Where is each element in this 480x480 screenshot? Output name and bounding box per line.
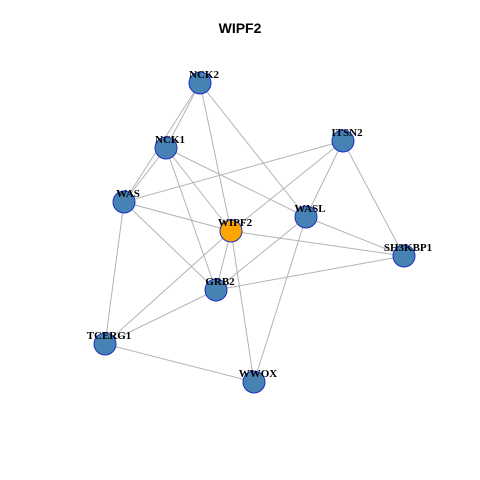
node-label-nck1: NCK1 [155,134,185,146]
edge-grb2-sh3kbp1 [215,255,405,291]
node-label-wipf2: WIPF2 [218,217,253,229]
graph-title: WIPF2 [218,20,262,36]
node-label-tcerg1: TCERG1 [87,330,132,342]
node-tcerg1[interactable]: TCERG1 [87,330,132,356]
node-itsn2[interactable]: ITSN2 [331,127,363,153]
edge-itsn2-was [123,140,344,203]
edge-nck2-wipf2 [199,82,232,232]
node-circle-nck2[interactable] [188,71,212,95]
edge-nck1-grb2 [165,147,217,291]
edge-was-grb2 [123,201,217,291]
node-grb2[interactable]: GRB2 [204,276,235,302]
node-sh3kbp1[interactable]: SH3KBP1 [384,242,432,268]
edge-layer [104,82,405,383]
edge-was-tcerg1 [104,201,125,345]
edge-itsn2-wasl [305,140,344,218]
edge-nck1-wipf2 [165,147,232,232]
node-wipf2[interactable]: WIPF2 [218,217,253,243]
node-circle-was[interactable] [112,190,136,214]
node-circle-nck1[interactable] [154,136,178,160]
node-circle-sh3kbp1[interactable] [392,244,416,268]
edge-itsn2-sh3kbp1 [342,140,405,257]
edge-itsn2-wipf2 [230,140,344,232]
node-wwox[interactable]: WWOX [239,368,278,394]
edge-wasl-sh3kbp1 [305,216,405,257]
node-circle-wasl[interactable] [294,205,318,229]
node-circle-itsn2[interactable] [331,129,355,153]
edge-wasl-wwox [253,216,307,383]
edge-wipf2-sh3kbp1 [230,230,405,257]
node-label-itsn2: ITSN2 [331,127,363,139]
node-label-nck2: NCK2 [189,69,219,81]
edge-nck2-nck1 [165,82,201,149]
node-was[interactable]: WAS [112,188,140,214]
edge-was-wipf2 [123,201,232,232]
node-label-wwox: WWOX [239,368,278,380]
node-label-grb2: GRB2 [205,276,235,288]
edge-wipf2-wwox [230,230,255,383]
node-circle-grb2[interactable] [204,278,228,302]
node-circle-wipf2[interactable] [219,219,243,243]
node-wasl[interactable]: WASL [294,203,326,229]
node-label-was: WAS [116,188,140,200]
edge-tcerg1-wwox [104,343,255,383]
node-label-sh3kbp1: SH3KBP1 [384,242,432,254]
edge-nck1-wasl [165,147,307,218]
node-label-wasl: WASL [294,203,325,215]
edge-grb2-tcerg1 [104,289,217,345]
edge-nck2-wasl [199,82,307,218]
node-nck2[interactable]: NCK2 [188,69,219,95]
node-circle-tcerg1[interactable] [93,332,117,356]
node-nck1[interactable]: NCK1 [154,134,185,160]
edge-wipf2-tcerg1 [104,230,232,345]
node-circle-wwox[interactable] [242,370,266,394]
edge-wasl-grb2 [215,216,307,291]
